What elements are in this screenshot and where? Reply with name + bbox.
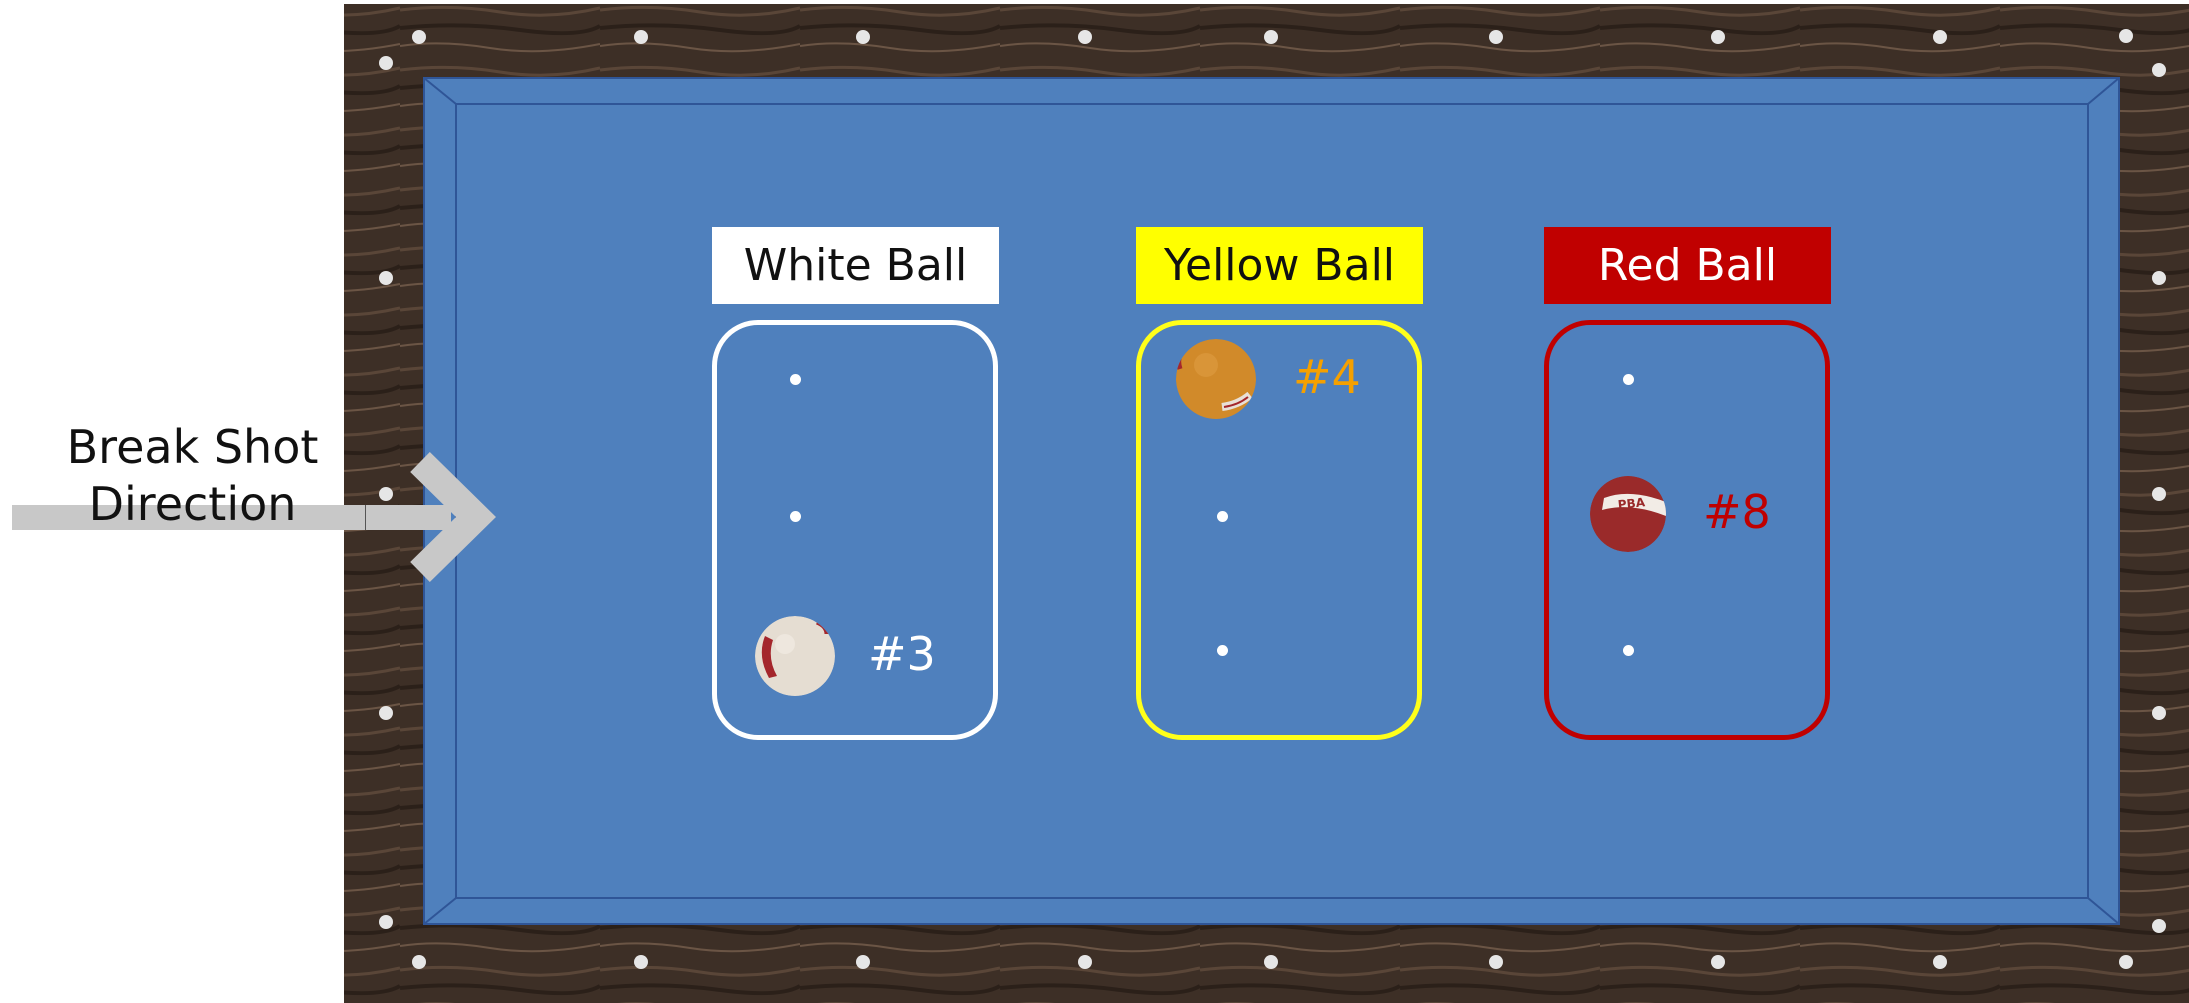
rail-diamond [1711, 30, 1725, 44]
rail-diamond [412, 955, 426, 969]
break-shot-direction-label: Break Shot Direction [50, 419, 335, 533]
white-cue-ball-icon [755, 616, 835, 696]
rail-diamond [379, 56, 393, 70]
rail-diamond [2152, 487, 2166, 501]
rail-diamond [1078, 30, 1092, 44]
rail-diamond [1264, 955, 1278, 969]
rail-diamond [1489, 30, 1503, 44]
rail-diamond [379, 487, 393, 501]
rail-diamond [1078, 955, 1092, 969]
rail-diamond [379, 915, 393, 929]
rail-diamond [634, 955, 648, 969]
yellow-ball-label: Yellow Ball [1136, 227, 1423, 304]
rail-diamond [379, 706, 393, 720]
spot [1623, 645, 1634, 656]
rail-diamond [1933, 955, 1947, 969]
rail-diamond [412, 30, 426, 44]
spot [790, 374, 801, 385]
rail-diamond [1933, 30, 1947, 44]
rail-diamond [856, 30, 870, 44]
rail-diamond [2152, 63, 2166, 77]
rail-diamond [2119, 29, 2133, 43]
rail-diamond [2152, 706, 2166, 720]
rail-diamond [1711, 955, 1725, 969]
spot [790, 511, 801, 522]
white-ball-group [712, 320, 998, 740]
red-ball-label: Red Ball [1544, 227, 1831, 304]
rail-diamond [2119, 955, 2133, 969]
break-shot-line-1: Break Shot [50, 419, 335, 476]
rail-diamond [379, 271, 393, 285]
white-ball-number: #3 [868, 631, 936, 677]
rail-diamond [634, 30, 648, 44]
red-ball-icon: PBA [1590, 476, 1666, 552]
rail-diamond [1264, 30, 1278, 44]
red-ball-group [1544, 320, 1830, 740]
spot [1623, 374, 1634, 385]
red-ball-number: #8 [1703, 489, 1771, 535]
white-ball-label: White Ball [712, 227, 999, 304]
spot [1217, 645, 1228, 656]
spot [1217, 511, 1228, 522]
rail-diamond [2152, 919, 2166, 933]
rail-diamond [2152, 271, 2166, 285]
rail-diamond [856, 955, 870, 969]
rail-diamond [1489, 955, 1503, 969]
yellow-ball-number: #4 [1293, 354, 1361, 400]
yellow-ball-icon [1176, 339, 1256, 419]
red-ball-logo: PBA [1617, 495, 1646, 512]
break-shot-line-2: Direction [50, 476, 335, 533]
